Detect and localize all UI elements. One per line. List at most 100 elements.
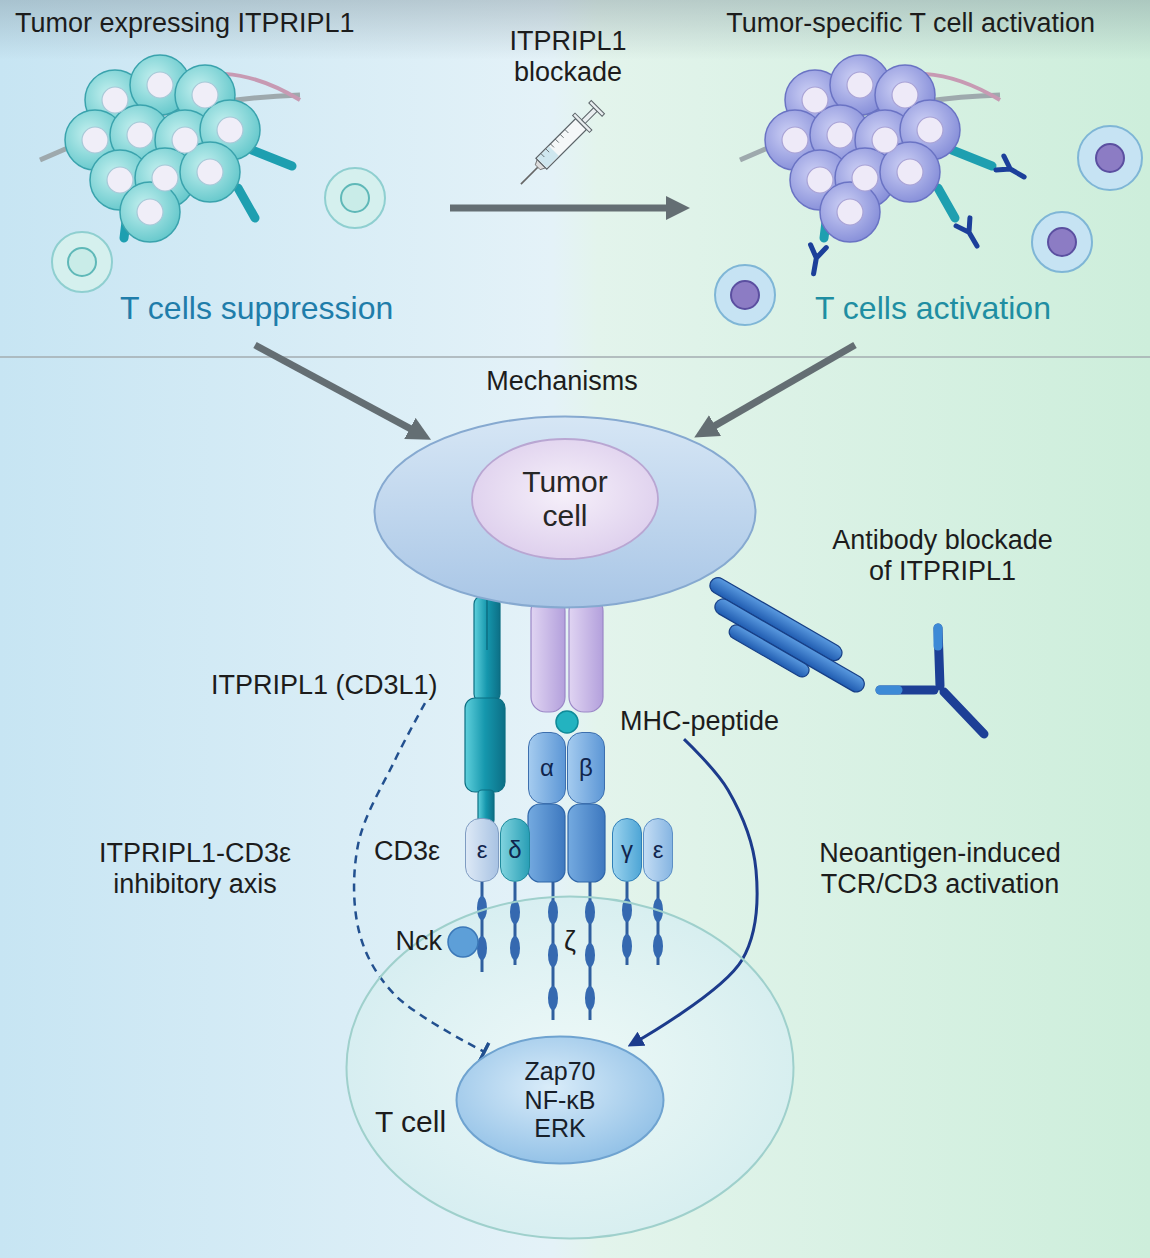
- tumor-cluster-treated-part-part: [917, 117, 943, 143]
- tcr-transmembrane: [528, 804, 605, 882]
- nucleus-shape: [472, 439, 658, 559]
- cytoplasmic-tails-part-part: [622, 934, 632, 958]
- cytoplasmic-tails-part-part: [585, 986, 595, 1010]
- syringe-icon-part-part: [541, 153, 545, 157]
- syringe-icon-part: [536, 119, 586, 169]
- blocked-itpripl1-part: [712, 596, 867, 695]
- node-subtitle: T cells suppression: [120, 290, 393, 327]
- cytoplasmic-tails: [477, 882, 663, 1020]
- tumor-cluster-part-part: [252, 150, 292, 166]
- syringe-icon-part: [541, 129, 569, 157]
- tcr-alpha-chain: α: [528, 732, 566, 804]
- activated-t-cells-part: [1048, 228, 1076, 256]
- tumor-cluster-part-part: [120, 182, 180, 242]
- tumor-cell: Tumor cell: [373, 415, 757, 609]
- tumor-cluster-treated-part-part: [952, 150, 992, 166]
- node-title: ε: [477, 836, 488, 864]
- tumor-cluster-treated-part-part: [827, 122, 853, 148]
- itpripl1-receptor-part: [465, 698, 505, 792]
- tumor-cluster-part-part: [107, 167, 133, 193]
- t-cell-nucleus: Zap70 NF-κB ERK: [455, 1035, 665, 1165]
- activated-t-cells-part: [715, 265, 775, 325]
- syringe-icon-part: [537, 146, 559, 168]
- node-title: Tumor-specific T cell activation: [726, 8, 1095, 39]
- tumor-cluster-part-part: [137, 199, 163, 225]
- node-title: Tumor expressing ITPRIPL1: [15, 8, 355, 39]
- blocked-itpripl1-part: [727, 622, 812, 679]
- process-arrow: [255, 345, 420, 434]
- process-arrow: [705, 345, 855, 432]
- tumor-cluster-treated-part-part: [782, 127, 808, 153]
- blocked-itpripl1: [692, 575, 875, 707]
- tumor-cluster-part-part: [197, 159, 223, 185]
- node-title: MHC-peptide: [620, 706, 779, 737]
- node-title: α: [540, 754, 554, 782]
- mhc-molecule: [531, 596, 603, 733]
- mhc-molecule-part: [531, 596, 565, 712]
- syringe-icon-part-part: [555, 139, 559, 143]
- process-arrow: [450, 205, 678, 212]
- syringe-icon-part-part: [560, 134, 564, 138]
- edge-label: ITPRIPL1 blockade: [488, 26, 648, 88]
- syringe-icon-part: [582, 108, 598, 124]
- tumor-cluster-part-part: [172, 127, 198, 153]
- mhc-label: MHC-peptide: [614, 704, 785, 739]
- tcr-transmembrane-part: [528, 804, 565, 882]
- itpripl1-receptor-part: [474, 596, 500, 702]
- tumor-cluster-part-part: [147, 72, 173, 98]
- tumor-cluster-treated-part-part: [956, 218, 984, 250]
- adaptor-label: Nck: [396, 926, 443, 957]
- tumor-cluster-treated-part: [782, 72, 943, 225]
- tumor-cluster-treated-part: [765, 55, 960, 242]
- tumor-cluster-treated-part-part: [996, 156, 1028, 184]
- node-title: δ: [508, 836, 521, 864]
- tumor-cluster-part-part: [238, 188, 255, 218]
- node-title: Tumor cell: [505, 465, 625, 534]
- cd3-epsilon: ε: [465, 818, 499, 882]
- tumor-cluster-part: [82, 72, 243, 225]
- mhc-molecule-part: [556, 711, 578, 733]
- tumor-cluster-treated-part: [806, 156, 1028, 275]
- syringe-icon-part-part: [550, 144, 554, 148]
- cytoplasmic-tails-part-part: [585, 943, 595, 967]
- activation-connector: [635, 739, 758, 1043]
- activated-t-cells-part: [1078, 126, 1142, 190]
- separator-line: [0, 356, 1150, 358]
- itpripl1-receptor-part: [486, 600, 488, 650]
- syringe-icon-part: [521, 167, 538, 184]
- tumor-cluster-part-part: [127, 122, 153, 148]
- syringe-icon-part-part: [565, 129, 569, 133]
- suppressed-t-cells-part: [52, 232, 112, 292]
- tumor-cluster-treated-part-part: [897, 159, 923, 185]
- tumor-cluster-treated-part-part: [852, 165, 878, 191]
- section-heading: Mechanisms: [486, 366, 638, 397]
- t-cell-shape: [347, 897, 794, 1239]
- tumor-cluster-treated: [740, 55, 1028, 275]
- tcr-beta-chain: β: [567, 732, 605, 804]
- tumor-cluster-part-part: [152, 165, 178, 191]
- tumor-cluster-part-part: [217, 117, 243, 143]
- tumor-cluster-part-part: [192, 82, 218, 108]
- syringe-icon: [513, 99, 607, 193]
- tumor-cell-shape: [375, 417, 756, 608]
- antibody-icon-part: [880, 686, 898, 695]
- antibody-icon-part: [938, 628, 940, 686]
- tumor-cluster-treated-part-part: [892, 82, 918, 108]
- cytoplasmic-tails-part-part: [510, 900, 520, 924]
- activated-t-cells-part: [731, 281, 759, 309]
- cytoplasmic-tails-part-part: [548, 900, 558, 924]
- cd3-gamma: γ: [612, 818, 642, 882]
- tumor-cluster-part: [65, 55, 260, 242]
- cytoplasmic-tails-part-part: [653, 934, 663, 958]
- cytoplasmic-tails-part-part: [548, 943, 558, 967]
- antibody-icon: [880, 628, 984, 734]
- t-cell-nucleus-shape: [457, 1037, 664, 1164]
- suppressed-t-cells-part: [325, 168, 385, 228]
- node-title: ITPRIPL1 (CD3L1): [211, 670, 438, 701]
- subunit-label: ζ: [564, 926, 576, 957]
- cd3-epsilon: ε: [643, 818, 673, 882]
- syringe-icon-part: [589, 101, 605, 117]
